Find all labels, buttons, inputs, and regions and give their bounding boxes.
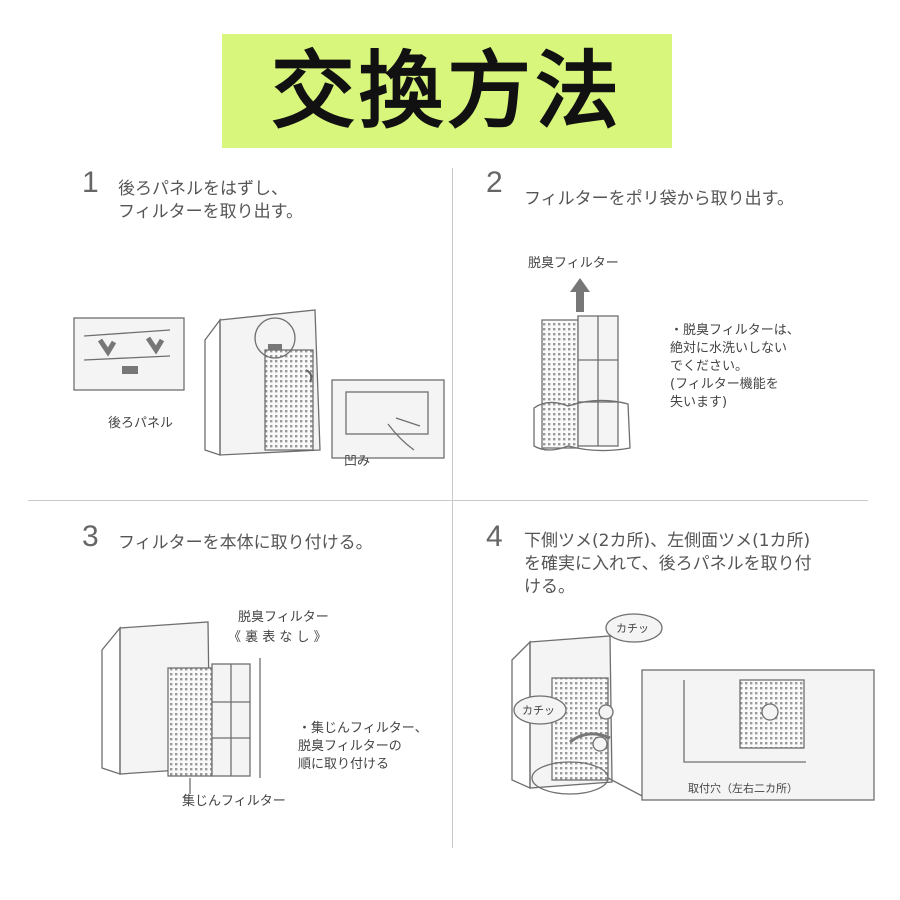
mount-hole-label: 取付穴（左右二カ所） bbox=[688, 782, 798, 795]
title-banner: 交換方法 bbox=[222, 34, 672, 148]
step-1-text: 後ろパネルをはずし、 フィルターを取り出す。 bbox=[118, 179, 303, 222]
step-2-text: フィルターをポリ袋から取り出す。 bbox=[524, 189, 794, 209]
step-3-illustration bbox=[101, 621, 261, 794]
horizontal-divider bbox=[28, 500, 868, 501]
deodorant-filter-label: 脱臭フィルター bbox=[528, 256, 619, 271]
step-2-note: ・脱臭フィルターは、 絶対に水洗いしない でください。 (フィルター機能を 失い… bbox=[670, 323, 800, 410]
back-panel-label: 後ろパネル bbox=[108, 416, 174, 431]
step-4-number: 4 bbox=[486, 520, 503, 553]
vertical-divider bbox=[452, 168, 453, 848]
page-title: 交換方法 bbox=[270, 42, 623, 140]
step-4-illustration bbox=[511, 613, 875, 801]
step-3-number: 3 bbox=[82, 520, 99, 553]
step-3-note: ・集じんフィルター、 脱臭フィルターの 順に取り付ける bbox=[298, 721, 428, 772]
step-2-illustration bbox=[533, 278, 631, 452]
dent-label: 凹み bbox=[344, 454, 371, 469]
click-label-2: カチッ bbox=[522, 704, 555, 717]
dust-filter-label: 集じんフィルター bbox=[182, 794, 286, 809]
step-3-text: フィルターを本体に取り付ける。 bbox=[118, 533, 373, 553]
step-2-number: 2 bbox=[486, 166, 503, 199]
step-1-number: 1 bbox=[82, 166, 99, 199]
step-1-illustration bbox=[73, 309, 445, 459]
step-4-text: 下側ツメ(2カ所)、左側面ツメ(1カ所) を確実に入れて、後ろパネルを取り付 け… bbox=[524, 531, 812, 597]
click-label-1: カチッ bbox=[616, 622, 649, 635]
no-front-back-label: 《 裏 表 な し 》 bbox=[228, 630, 327, 645]
deodorant-filter-label-step3: 脱臭フィルター bbox=[238, 610, 329, 625]
